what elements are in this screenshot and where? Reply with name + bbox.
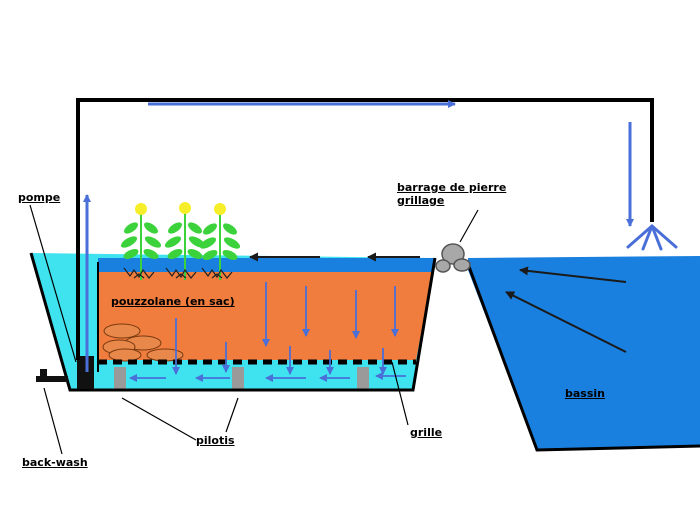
media-surface-water bbox=[98, 258, 435, 272]
pilotis bbox=[114, 367, 369, 389]
surface-arrows bbox=[249, 252, 627, 353]
label-bassin: bassin bbox=[565, 387, 605, 400]
plant-3 bbox=[199, 203, 241, 280]
leader-barrage bbox=[459, 209, 479, 243]
leader-backwash bbox=[43, 387, 63, 455]
leader-pilotis-2 bbox=[225, 397, 239, 433]
tank-outline bbox=[29, 252, 437, 392]
arrow-pond-2 bbox=[505, 291, 627, 353]
pump bbox=[77, 356, 94, 389]
label-barrage: barrage de pierre grillage bbox=[397, 181, 506, 207]
pond-outline bbox=[466, 263, 700, 452]
stone-dam bbox=[435, 243, 471, 273]
pebbles bbox=[102, 323, 184, 362]
roots bbox=[123, 267, 233, 279]
label-barrage-line2: grillage bbox=[397, 194, 445, 207]
leader-grille bbox=[391, 361, 409, 426]
plants bbox=[120, 202, 241, 280]
return-pipe bbox=[76, 98, 654, 360]
pond-water bbox=[468, 256, 700, 450]
leader-lines bbox=[29, 204, 479, 455]
leader-pilotis-1 bbox=[121, 397, 197, 441]
flow-arrows bbox=[83, 100, 634, 382]
label-backwash: back-wash bbox=[22, 456, 88, 469]
label-grille: grille bbox=[410, 426, 443, 439]
label-pouzzolane: pouzzolane (en sac) bbox=[111, 295, 235, 308]
leader-pompe bbox=[29, 204, 77, 363]
sprinkler-icon bbox=[626, 224, 678, 251]
backwash-valve bbox=[36, 369, 68, 382]
label-pompe: pompe bbox=[18, 191, 61, 204]
arrow-pond-1 bbox=[519, 266, 627, 283]
label-pilotis: pilotis bbox=[196, 434, 235, 447]
plant-1 bbox=[120, 203, 162, 280]
label-barrage-line1: barrage de pierre bbox=[397, 181, 507, 194]
